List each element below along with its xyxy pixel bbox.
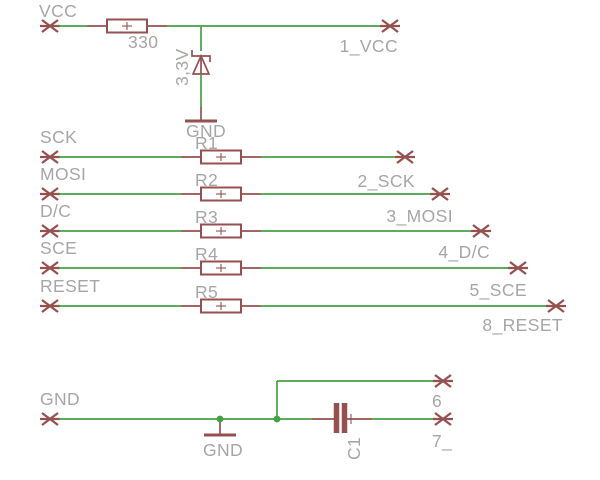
signal-row-dc: D/C R3 4_D/C xyxy=(38,201,493,263)
ground-symbol-label: GND xyxy=(203,440,243,460)
refdes-label: R5 xyxy=(195,282,218,302)
resistor-symbol[interactable] xyxy=(180,260,262,276)
resistor-symbol[interactable] xyxy=(180,149,262,165)
ground-symbol[interactable] xyxy=(202,419,238,437)
unconnected-pin-x-icon[interactable] xyxy=(38,186,62,202)
pin-net-label: 2_SCK xyxy=(358,171,415,192)
pin-net-label: 5_SCE xyxy=(470,280,527,301)
signal-row-sce: SCE R4 5_SCE xyxy=(38,238,530,301)
unconnected-pin-x-icon[interactable] xyxy=(431,411,455,427)
net-label: D/C xyxy=(40,201,71,221)
unconnected-pin-x-icon[interactable] xyxy=(38,223,62,239)
ground-net: GND GND 6 C1 7_ xyxy=(38,373,455,460)
pin-net-label: 3_MOSI xyxy=(386,206,453,227)
pin-net-label: 7_ xyxy=(432,431,452,452)
resistor-symbol[interactable] xyxy=(180,186,262,202)
signal-row-reset: RESET R5 8_RESET xyxy=(38,276,568,336)
net-label: MOSI xyxy=(40,164,86,184)
net-label: SCE xyxy=(40,238,77,258)
unconnected-pin-x-icon[interactable] xyxy=(431,373,455,389)
refdes-label: R4 xyxy=(195,244,218,264)
net-label: SCK xyxy=(40,127,77,147)
unconnected-pin-x-icon[interactable] xyxy=(38,411,62,427)
refdes-label: R1 xyxy=(195,133,218,153)
unconnected-pin-x-icon[interactable] xyxy=(378,18,402,34)
pin-net-label: 4_D/C xyxy=(438,242,490,263)
signal-row-mosi: MOSI R2 3_MOSI xyxy=(38,164,453,227)
ground-symbol[interactable] xyxy=(183,105,219,123)
refdes-label: R2 xyxy=(195,170,218,190)
junction-dot[interactable] xyxy=(273,415,281,423)
unconnected-pin-x-icon[interactable] xyxy=(393,149,417,165)
resistor-symbol[interactable] xyxy=(180,223,262,239)
unconnected-pin-x-icon[interactable] xyxy=(38,260,62,276)
net-label-gnd: GND xyxy=(40,389,80,409)
net-label: RESET xyxy=(40,276,100,296)
resistor-symbol[interactable] xyxy=(180,298,262,314)
zener-value-label: 3,3V xyxy=(172,48,192,86)
unconnected-pin-x-icon[interactable] xyxy=(544,298,568,314)
junction-dot[interactable] xyxy=(216,415,224,423)
unconnected-pin-x-icon[interactable] xyxy=(38,149,62,165)
resistor-value-label: 330 xyxy=(128,32,158,52)
net-label-vcc: VCC xyxy=(39,1,77,21)
zener-diode-symbol[interactable] xyxy=(191,50,211,75)
unconnected-pin-x-icon[interactable] xyxy=(38,18,62,34)
unconnected-pin-x-icon[interactable] xyxy=(469,223,493,239)
pin-net-label: 1_VCC xyxy=(340,36,398,57)
resistor-330-symbol[interactable] xyxy=(86,18,168,34)
capacitor-refdes-label: C1 xyxy=(344,437,364,460)
pin-net-label: 6 xyxy=(432,391,442,411)
ground-symbol-label: GND xyxy=(186,121,226,141)
unconnected-pin-x-icon[interactable] xyxy=(506,260,530,276)
signal-row-sck: SCK R1 2_SCK xyxy=(38,127,417,192)
unconnected-pin-x-icon[interactable] xyxy=(38,298,62,314)
unconnected-pin-x-icon[interactable] xyxy=(428,186,452,202)
vcc-supply-net: VCC 330 1_VCC 3,3V GND xyxy=(38,1,402,141)
capacitor-symbol[interactable] xyxy=(312,403,372,433)
pin-net-label: 8_RESET xyxy=(482,315,563,336)
refdes-label: R3 xyxy=(195,207,218,227)
